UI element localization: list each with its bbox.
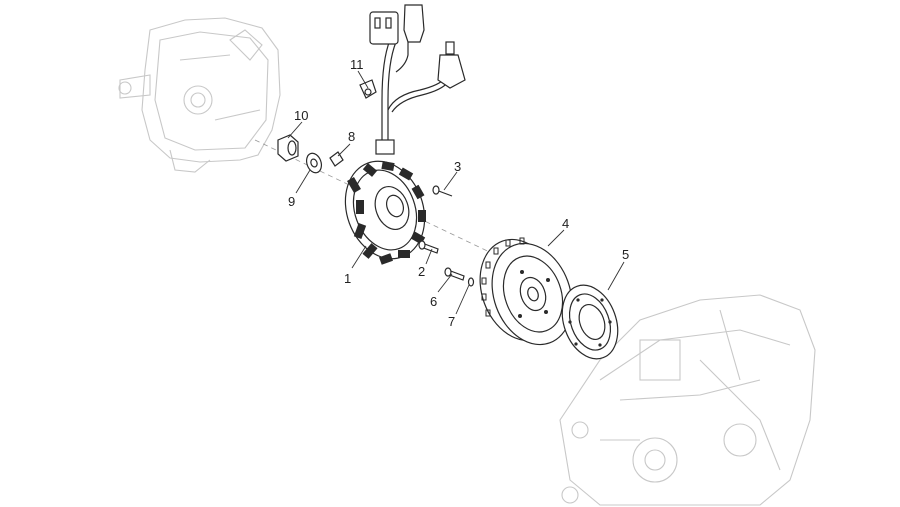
callout-8: 8 xyxy=(348,129,355,144)
callout-2: 2 xyxy=(418,264,425,279)
washer-part-9 xyxy=(305,152,323,174)
nut-part-10 xyxy=(277,134,299,162)
callout-3: 3 xyxy=(454,159,461,174)
callout-11: 11 xyxy=(350,57,364,72)
flywheel-part-4 xyxy=(479,237,573,346)
leader-lines xyxy=(287,70,625,315)
stator-part-1 xyxy=(344,160,426,265)
ghost-engine xyxy=(559,294,816,506)
callout-7: 7 xyxy=(448,314,455,329)
callout-5: 5 xyxy=(622,247,629,262)
starter-clutch-part-5 xyxy=(561,284,619,360)
key-part-8 xyxy=(329,151,344,167)
callout-9: 9 xyxy=(288,194,295,209)
screw-part-3 xyxy=(432,185,453,197)
callout-10: 10 xyxy=(294,108,308,123)
callout-1: 1 xyxy=(344,271,351,286)
bolt-part-2 xyxy=(418,240,439,254)
bolt-part-6 xyxy=(444,267,465,281)
washer-part-7 xyxy=(467,277,475,287)
ghost-crankcase-cover xyxy=(118,17,281,173)
callout-6: 6 xyxy=(430,294,437,309)
callout-4: 4 xyxy=(562,216,569,231)
stator-wiring-harness xyxy=(359,4,466,155)
